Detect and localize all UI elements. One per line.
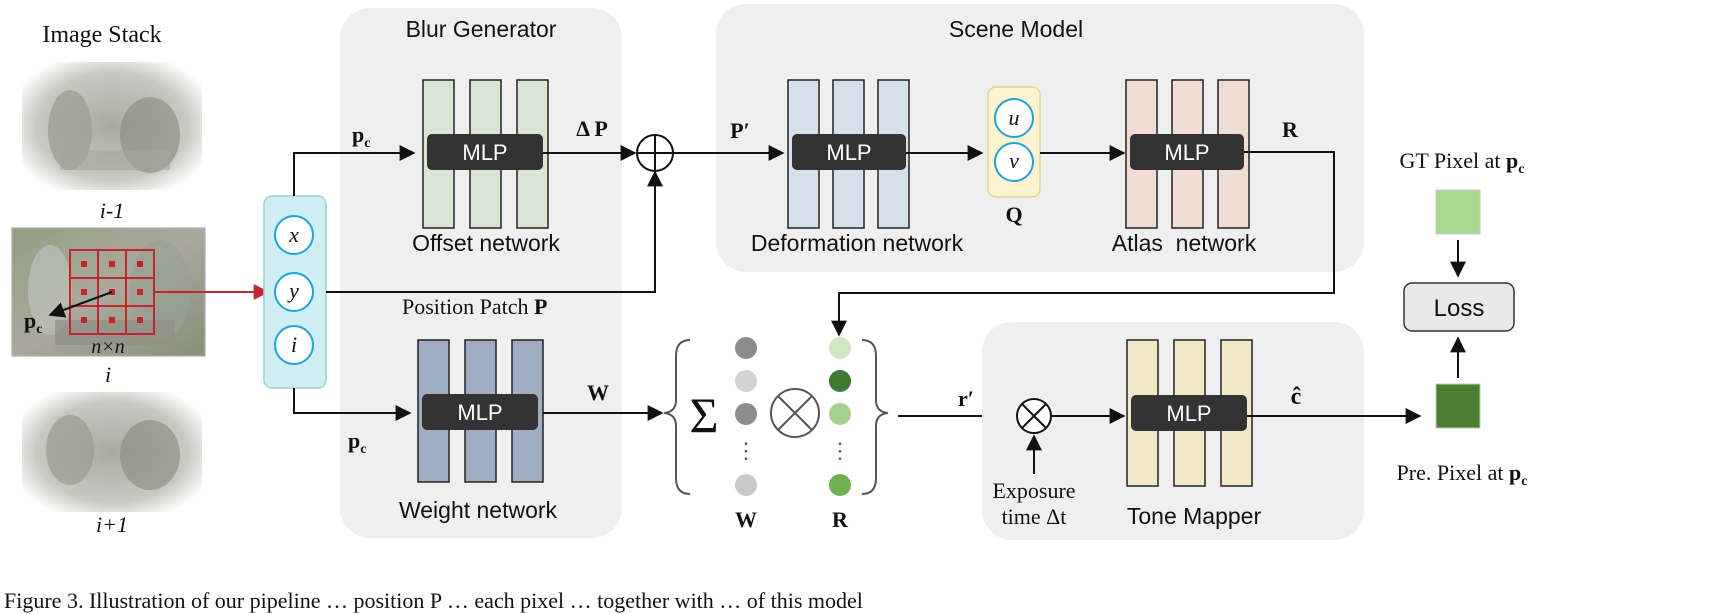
pc-to-weight-arrow xyxy=(293,388,412,421)
input-x-circle xyxy=(274,215,314,255)
r-prime-label: r′ xyxy=(958,386,974,411)
label-pc-offset: pc xyxy=(352,122,370,151)
deformation-mlp-block xyxy=(792,134,906,170)
r-vector-label: R xyxy=(832,507,849,532)
input-i-label: i xyxy=(291,332,297,357)
offset-network-label: Offset network xyxy=(412,230,560,256)
exposure-label-line1: Exposure xyxy=(992,478,1075,503)
q-label: Q xyxy=(1005,202,1022,227)
tone-mlp-block xyxy=(1131,395,1247,431)
tone-mapper-title: Tone Mapper xyxy=(1127,503,1262,529)
atlas-mlp-label: MLP xyxy=(1164,140,1209,165)
u-label: u xyxy=(1009,105,1020,130)
label-pc-weight: pc xyxy=(348,428,366,457)
input-y-circle xyxy=(274,272,314,312)
label-i-plus-1: i+1 xyxy=(96,512,128,537)
p-prime-label: P′ xyxy=(730,118,750,143)
weight-mlp-block xyxy=(422,394,538,430)
exposure-multiply-icon xyxy=(1016,398,1052,434)
pre-pixel-swatch xyxy=(1435,383,1481,429)
left-brace xyxy=(663,339,691,495)
delta-p-label: Δ P xyxy=(576,116,608,141)
w-vector xyxy=(735,337,757,496)
image-stack-title: Image Stack xyxy=(42,22,161,48)
loss-label: Loss xyxy=(1434,295,1485,322)
tone-mlp-label: MLP xyxy=(1166,401,1211,426)
label-i-minus-1: i-1 xyxy=(100,198,124,223)
r-routing-arrow xyxy=(831,151,1335,337)
figure-caption: Figure 3. Illustration of our pipeline …… xyxy=(4,588,863,613)
input-x-label: x xyxy=(288,222,299,247)
position-patch-grid xyxy=(69,249,155,335)
loss-box xyxy=(1403,282,1515,332)
offset-mlp-block xyxy=(427,134,543,170)
image-next xyxy=(22,392,202,512)
w-output-label: W xyxy=(587,380,609,405)
label-n-by-n: n×n xyxy=(91,336,125,358)
image-prev xyxy=(22,62,202,190)
r-output-label: R xyxy=(1282,117,1299,142)
w-vector-dots: ⋮ xyxy=(735,438,757,463)
w-vector-label: W xyxy=(735,507,757,532)
v-label: v xyxy=(1009,148,1019,173)
input-i-circle xyxy=(274,325,314,365)
multiply-operator-icon xyxy=(770,388,820,438)
sum-icon: Σ xyxy=(689,387,718,443)
atlas-mlp-block xyxy=(1130,134,1244,170)
right-brace xyxy=(861,339,889,495)
r-vector xyxy=(829,337,851,496)
u-circle xyxy=(994,98,1034,138)
c-hat-label: ĉ xyxy=(1291,384,1302,410)
weight-mlp-label: MLP xyxy=(457,400,502,425)
offset-mlp-label: MLP xyxy=(462,140,507,165)
scene-model-title: Scene Model xyxy=(949,16,1083,42)
exposure-label-line2: time Δt xyxy=(1002,504,1067,529)
label-i: i xyxy=(105,362,111,387)
position-patch-label: Position Patch P xyxy=(402,294,547,319)
weight-network-label: Weight network xyxy=(399,497,558,523)
pre-pixel-label: Pre. Pixel at pc xyxy=(1397,460,1528,489)
label-pc-image: pc xyxy=(24,308,42,337)
add-operator-icon xyxy=(636,134,674,172)
gt-pixel-label: GT Pixel at pc xyxy=(1400,148,1525,177)
position-patch-arrow xyxy=(326,170,663,293)
blur-generator-title: Blur Generator xyxy=(406,16,557,42)
pc-to-offset-arrow xyxy=(293,145,416,196)
v-circle xyxy=(994,142,1034,182)
deformation-mlp-label: MLP xyxy=(826,140,871,165)
gt-pixel-swatch xyxy=(1435,189,1481,235)
pc-arrow xyxy=(48,291,113,318)
deformation-network-label: Deformation network xyxy=(751,230,964,256)
atlas-network-label: Atlas network xyxy=(1112,230,1257,256)
input-y-label: y xyxy=(287,278,299,303)
r-vector-dots: ⋮ xyxy=(829,438,851,463)
